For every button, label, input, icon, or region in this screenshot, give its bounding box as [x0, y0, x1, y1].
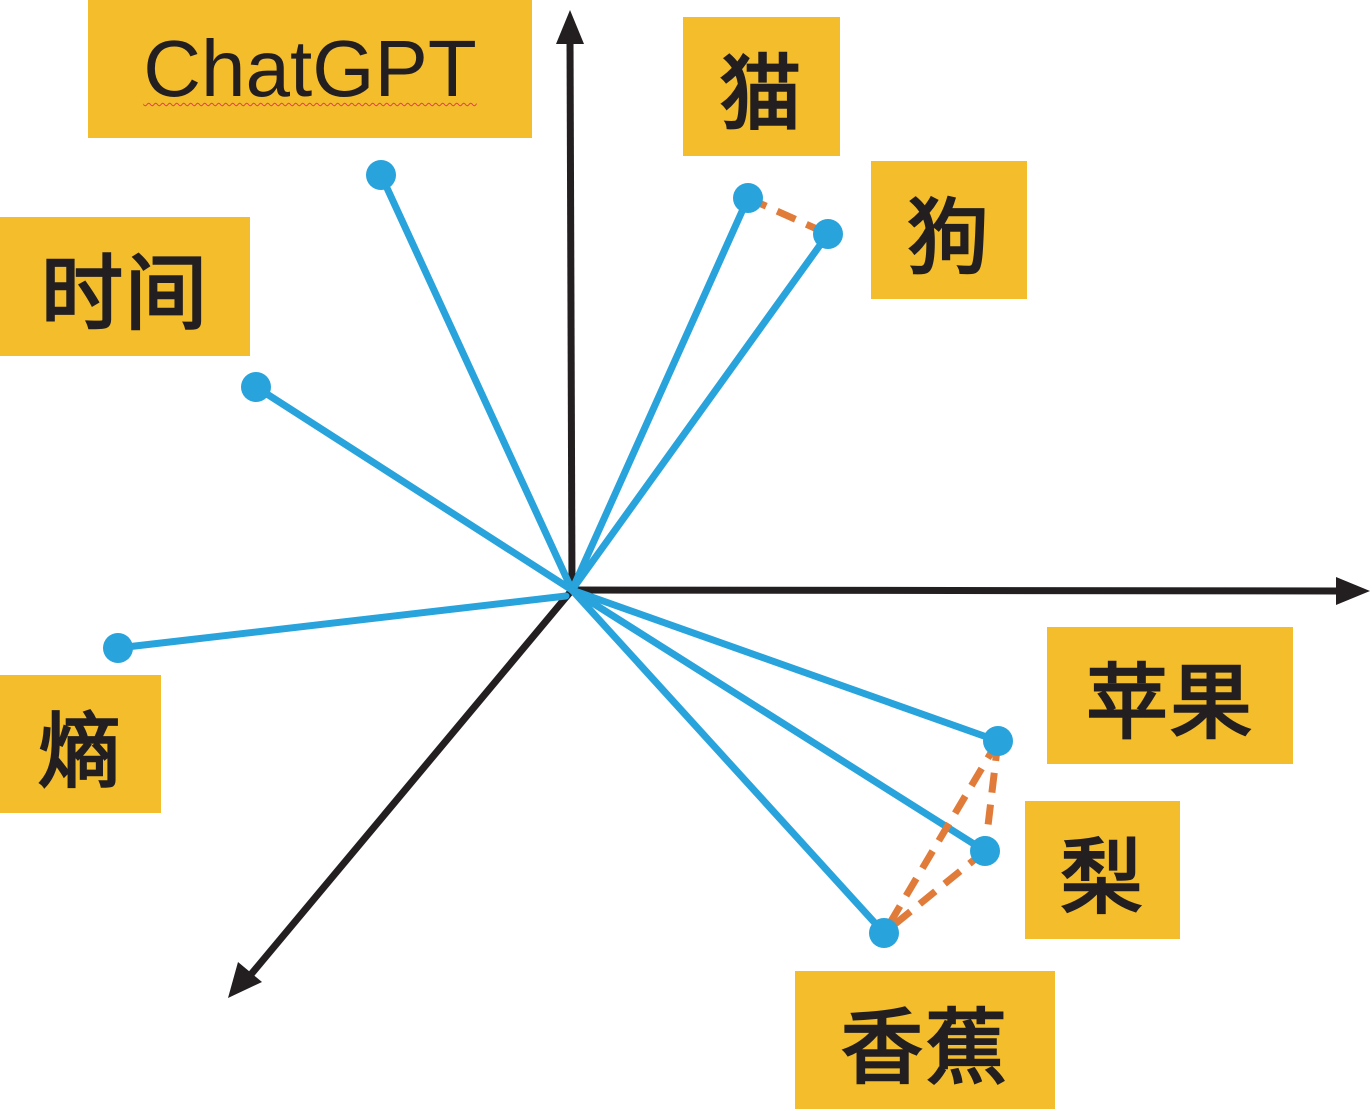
y-axis	[566, 37, 576, 591]
point-entropy	[103, 633, 133, 663]
point-banana	[869, 918, 899, 948]
vector-entropy	[114, 592, 570, 652]
point-apple	[983, 726, 1013, 756]
label-apple: 苹果	[1047, 627, 1293, 764]
vector-endpoints	[103, 160, 1013, 948]
link-apple-banana	[880, 739, 1002, 935]
label-cat-text: 猫	[719, 47, 804, 142]
vector-apple	[568, 586, 1002, 745]
x-axis-arrow-icon	[1336, 577, 1370, 605]
vector-cat	[568, 194, 752, 594]
point-cat	[733, 183, 763, 213]
vector-pear	[568, 586, 989, 855]
label-dog: 狗	[871, 161, 1027, 299]
label-time-text: 时间	[40, 247, 209, 342]
z-axis	[245, 587, 575, 981]
link-apple-pear	[981, 740, 1002, 852]
label-entropy: 熵	[0, 675, 161, 813]
link-pear-banana	[881, 848, 988, 936]
z-axis-arrow-icon	[228, 962, 262, 998]
word-vectors	[114, 171, 1002, 937]
label-banana-text: 香蕉	[840, 1000, 1009, 1096]
label-dog-text: 狗	[906, 190, 991, 286]
vector-chatgpt	[377, 171, 576, 594]
label-apple-text: 苹果	[1085, 656, 1254, 751]
axes	[228, 10, 1370, 998]
label-pear: 梨	[1025, 801, 1180, 939]
label-pear-text: 梨	[1060, 830, 1145, 926]
label-time: 时间	[0, 217, 250, 356]
x-axis	[571, 586, 1341, 595]
label-banana: 香蕉	[795, 971, 1055, 1109]
label-chatgpt: ChatGPT	[88, 0, 532, 138]
point-pear	[970, 836, 1000, 866]
label-cat: 猫	[683, 17, 840, 156]
vector-banana	[568, 586, 888, 937]
point-chatgpt	[366, 160, 396, 190]
label-entropy-text: 熵	[38, 704, 123, 800]
vector-dog	[568, 230, 832, 594]
point-dog	[813, 219, 843, 249]
label-chatgpt-text: ChatGPT	[143, 24, 477, 113]
point-time	[241, 372, 271, 402]
y-axis-arrow-icon	[556, 10, 584, 44]
vector-time	[252, 383, 576, 594]
